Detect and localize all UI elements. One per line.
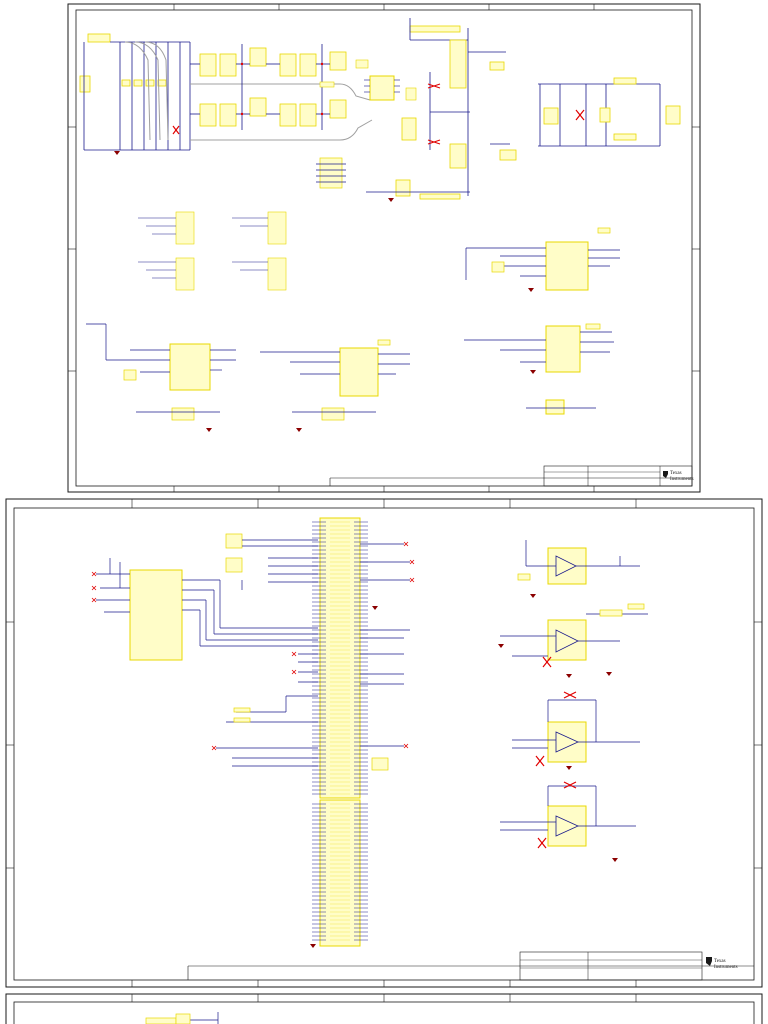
small-part-c	[405, 87, 417, 101]
ti-logo-icon	[706, 957, 712, 966]
edge-connector-upper	[312, 517, 368, 799]
sheet-3-partial-parts	[145, 1012, 219, 1024]
ground-icon	[114, 151, 536, 432]
sheet-1-title-block: Texas Instruments	[329, 465, 694, 487]
sheet-2-title-block: Texas Instruments	[187, 951, 754, 981]
opamp-stage-1	[517, 540, 640, 585]
sheet-2-grid-ticks	[6, 499, 762, 987]
resistor-array-left	[138, 211, 195, 291]
microcontroller-ic	[96, 558, 318, 661]
x-mark-icon	[575, 109, 585, 121]
connection-dots-1	[240, 62, 324, 116]
x-mark-icon	[91, 571, 97, 603]
opamp-stage-2	[500, 603, 648, 661]
schematic-sheet-1: Texas Instruments	[67, 3, 701, 493]
opamp-stage-4	[500, 785, 636, 847]
mosfet-bridge-blocks	[199, 47, 347, 127]
adc-ic-1	[465, 227, 620, 291]
sheet-3-inner-border	[13, 1001, 755, 1024]
small-part-a	[355, 59, 369, 69]
schematic-sheet-2: Texas Instruments	[5, 498, 763, 988]
x-mark-icon	[172, 125, 180, 135]
driver-ic-2	[260, 339, 410, 397]
brand-line-1: Texas	[670, 471, 682, 476]
x-mark-icon	[211, 541, 415, 751]
brand-line-1: Texas	[714, 959, 726, 964]
sheet-2-inner-border	[13, 507, 755, 981]
schematic-sheet-3	[5, 993, 763, 1024]
adc-ic-2	[464, 323, 614, 373]
sheet-1-grid-ticks	[68, 4, 700, 492]
gray-traces-1	[124, 41, 373, 141]
controller-ic-1	[364, 75, 400, 101]
x-mark-icon	[535, 656, 577, 849]
input-filter-section	[79, 33, 191, 151]
sheet-3-grid-ticks	[131, 994, 637, 1002]
isolated-supply-top	[401, 18, 506, 150]
ti-logo-icon	[663, 471, 668, 478]
brand-line-2: Instruments	[670, 477, 694, 482]
sheet-2-outer-border	[5, 498, 763, 988]
ground-icon	[310, 594, 618, 948]
driver-ic-1	[86, 323, 236, 391]
header-connector-1	[316, 157, 346, 189]
small-part-b	[319, 81, 335, 88]
output-stage	[538, 77, 681, 147]
x-mark-icon	[427, 83, 441, 145]
opamp-stage-3	[512, 699, 640, 763]
connector-right-nets	[216, 543, 410, 771]
regulator-ic	[545, 399, 565, 415]
resistor-array-right	[232, 211, 287, 291]
edge-connector-lower	[312, 799, 368, 947]
filter-row-left	[136, 407, 376, 421]
brand-line-2: Instruments	[714, 965, 738, 970]
jumper-pair	[225, 533, 318, 590]
isolated-supply-bottom	[366, 140, 517, 200]
